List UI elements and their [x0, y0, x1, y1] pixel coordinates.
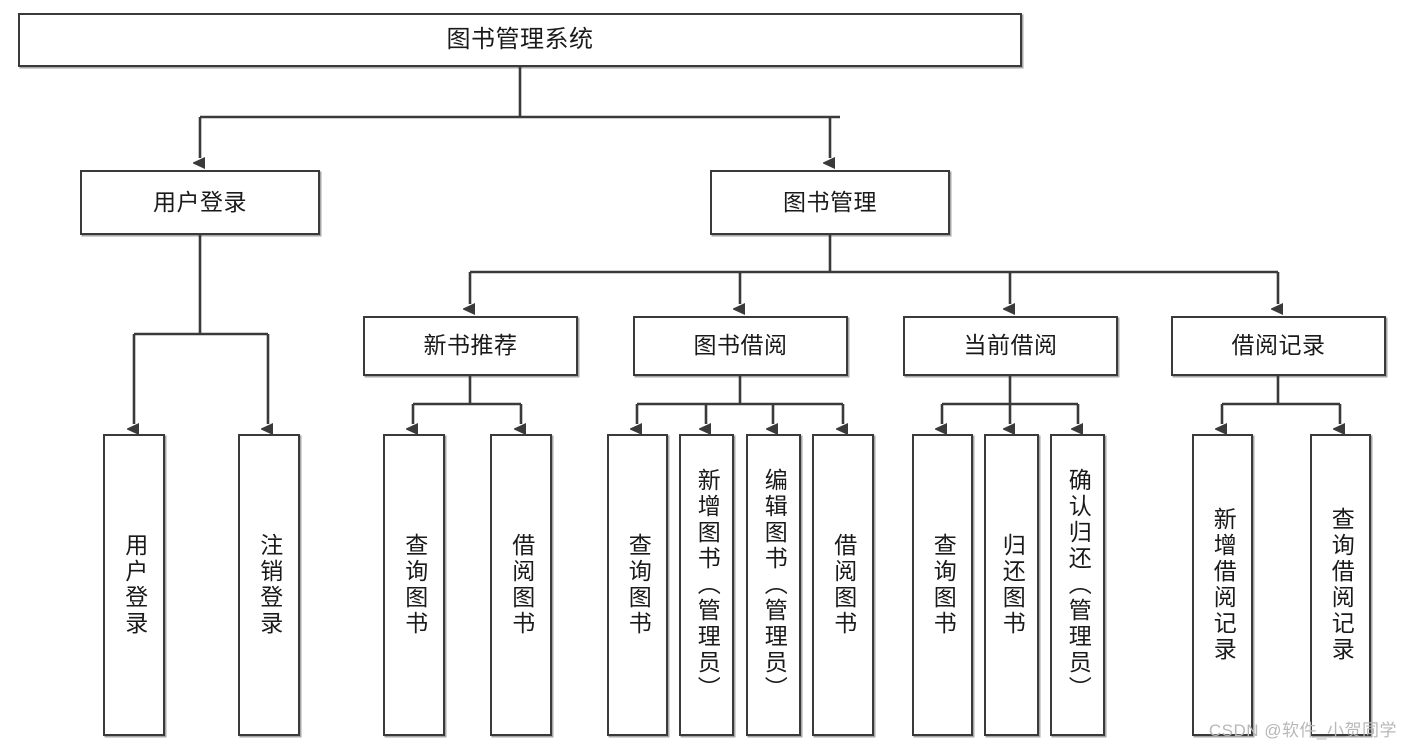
leaf-add-borrow-record[interactable]: 新增借阅记录 — [1192, 434, 1253, 736]
node-label: 查询图书 — [625, 533, 652, 637]
node-label: 借阅图书 — [508, 533, 535, 637]
node-label: 新增图书（管理员） — [694, 468, 721, 702]
node-borrow-record[interactable]: 借阅记录 — [1171, 316, 1386, 376]
node-label: 用户登录 — [121, 533, 148, 637]
node-label: 查询图书 — [401, 533, 428, 637]
leaf-confirm-return-admin[interactable]: 确认归还（管理员） — [1050, 434, 1105, 736]
leaf-query-book-current[interactable]: 查询图书 — [912, 434, 973, 736]
node-book-borrow[interactable]: 图书借阅 — [633, 316, 848, 376]
node-label: 当前借阅 — [963, 332, 1058, 359]
node-label: 查询借阅记录 — [1328, 507, 1355, 663]
node-label: 图书管理系统 — [446, 25, 594, 53]
leaf-borrow-book-recommend[interactable]: 借阅图书 — [490, 434, 552, 736]
leaf-query-book-borrow[interactable]: 查询图书 — [607, 434, 668, 736]
watermark: CSDN @软件_小贺同学 — [1208, 721, 1397, 740]
node-label: 借阅图书 — [830, 533, 857, 637]
leaf-borrow-book[interactable]: 借阅图书 — [812, 434, 874, 736]
leaf-query-borrow-record[interactable]: 查询借阅记录 — [1310, 434, 1371, 736]
leaf-user-login[interactable]: 用户登录 — [103, 434, 165, 736]
node-user-login[interactable]: 用户登录 — [80, 170, 320, 235]
node-label: 查询图书 — [930, 533, 957, 637]
leaf-logout[interactable]: 注销登录 — [238, 434, 300, 736]
node-label: 图书管理 — [783, 188, 877, 215]
node-label: 新增借阅记录 — [1210, 507, 1237, 663]
node-label: 注销登录 — [256, 533, 283, 637]
leaf-edit-book-admin[interactable]: 编辑图书（管理员） — [746, 434, 801, 736]
node-new-book-recommend[interactable]: 新书推荐 — [363, 316, 578, 376]
node-label: 图书借阅 — [693, 332, 788, 359]
node-label: 用户登录 — [153, 188, 247, 215]
node-label: 确认归还（管理员） — [1065, 468, 1092, 702]
leaf-add-book-admin[interactable]: 新增图书（管理员） — [679, 434, 734, 736]
node-label: 编辑图书（管理员） — [761, 468, 788, 702]
leaf-return-book[interactable]: 归还图书 — [984, 434, 1039, 736]
node-current-borrow[interactable]: 当前借阅 — [903, 316, 1118, 376]
node-root-book-management-system[interactable]: 图书管理系统 — [18, 13, 1022, 67]
node-book-management[interactable]: 图书管理 — [710, 170, 950, 235]
node-label: 归还图书 — [999, 533, 1026, 637]
leaf-query-book-recommend[interactable]: 查询图书 — [383, 434, 445, 736]
node-label: 借阅记录 — [1231, 332, 1326, 359]
node-label: 新书推荐 — [423, 332, 518, 359]
